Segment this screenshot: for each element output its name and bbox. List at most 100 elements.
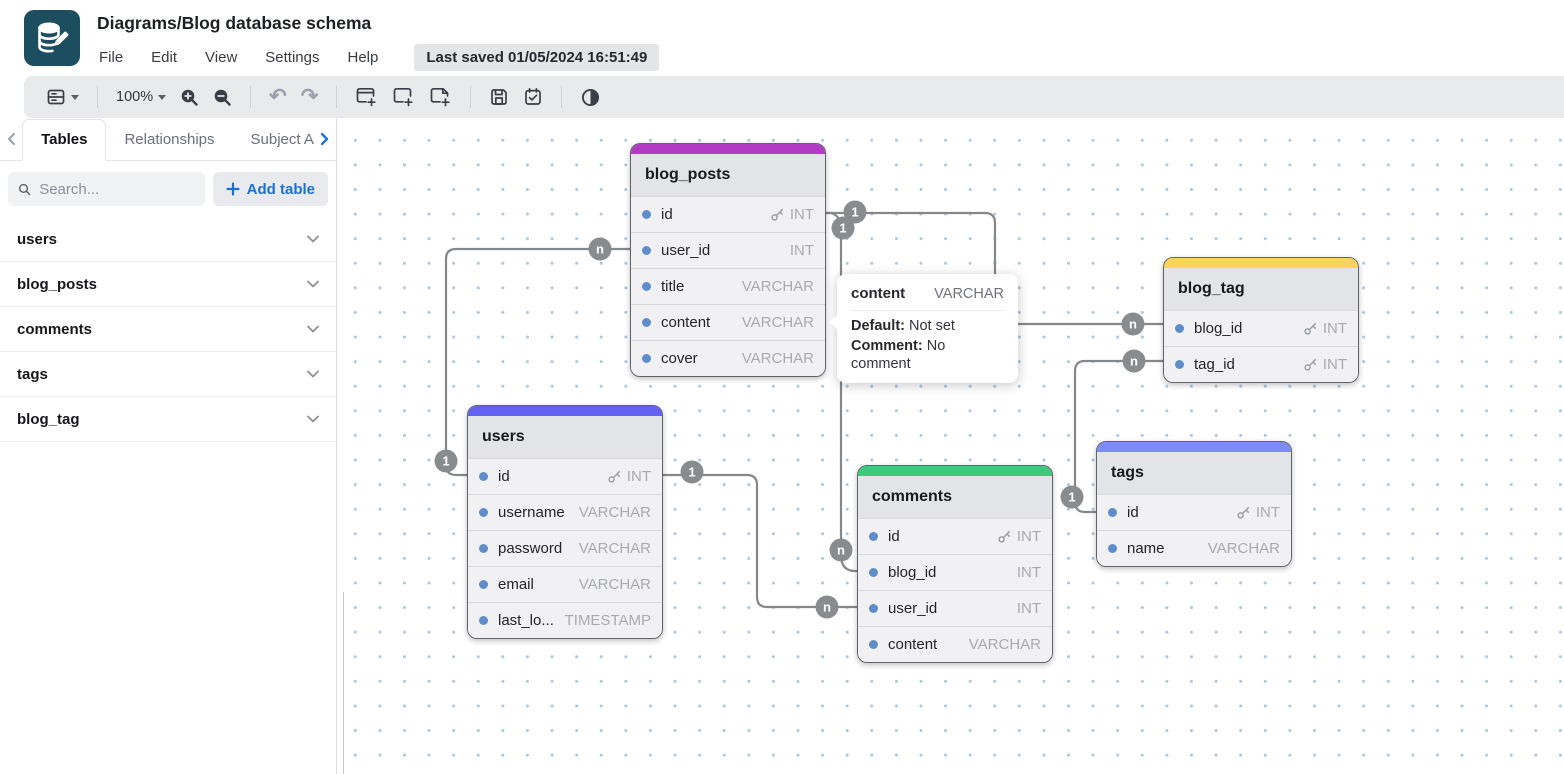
tab-tables[interactable]: Tables — [22, 118, 107, 161]
todo-icon — [523, 87, 543, 107]
table-list-label: blog_posts — [17, 275, 98, 293]
field-name: id — [661, 206, 673, 223]
add-area-button[interactable] — [392, 86, 415, 108]
table-header[interactable]: blog_posts — [631, 154, 825, 196]
field-row-last_lo[interactable]: last_lo...TIMESTAMP — [468, 602, 662, 638]
menu-item-file[interactable]: File — [99, 49, 124, 66]
table-search-box[interactable] — [8, 172, 205, 206]
table-color-strip — [631, 144, 825, 154]
field-dot-icon — [869, 568, 878, 577]
toolbar-divider — [336, 86, 338, 108]
plus-icon — [226, 182, 240, 196]
field-name: last_lo... — [498, 612, 554, 629]
caret-down-icon — [71, 94, 79, 100]
field-row-blog_id[interactable]: blog_id INT — [1164, 310, 1358, 346]
zoom-out-icon — [213, 88, 232, 107]
relationship-tags_id-blog_tag_tag_id[interactable] — [1073, 359, 1163, 514]
relationship-users_id-blog_posts_user_id[interactable] — [444, 247, 630, 477]
field-name: blog_id — [1194, 320, 1243, 337]
field-type: VARCHAR — [741, 314, 814, 331]
tab-relationships[interactable]: Relationships — [124, 130, 215, 148]
sidebar-item-users[interactable]: users — [0, 217, 336, 262]
tabs-scroll-right-button[interactable] — [314, 132, 336, 146]
field-type: INT — [1255, 504, 1280, 521]
sidebar-item-blog_tag[interactable]: blog_tag — [0, 397, 336, 442]
save-button[interactable] — [489, 87, 509, 107]
field-name: name — [1127, 540, 1165, 557]
menu-item-edit[interactable]: Edit — [151, 49, 178, 66]
primary-key-icon — [608, 470, 620, 483]
zoom-in-button[interactable] — [180, 88, 199, 107]
sidebar-item-blog_posts[interactable]: blog_posts — [0, 262, 336, 307]
relationship-users_id-comments_user_id[interactable] — [663, 473, 857, 609]
table-header[interactable]: users — [468, 416, 662, 458]
table-header[interactable]: tags — [1097, 452, 1291, 494]
add-table-button[interactable]: Add table — [212, 172, 328, 206]
add-note-button[interactable] — [429, 86, 452, 108]
menu-item-view[interactable]: View — [205, 49, 238, 66]
field-type: VARCHAR — [741, 350, 814, 367]
relationship-blog_posts_id-comments_blog_id[interactable] — [826, 211, 857, 573]
search-input[interactable] — [39, 180, 195, 198]
tab-subject-a[interactable]: Subject A — [250, 130, 314, 148]
table-name: blog_tag — [1178, 280, 1245, 297]
table-name: users — [482, 428, 525, 445]
theme-button[interactable] — [580, 87, 601, 108]
zoom-level-select[interactable]: 100% — [116, 89, 167, 105]
save-icon — [489, 87, 509, 107]
zoom-level-value: 100% — [116, 89, 154, 105]
cardinality-badge-n: n — [588, 237, 612, 261]
toolbar-divider — [250, 86, 252, 108]
chevron-down-icon — [307, 235, 319, 242]
field-dot-icon — [479, 616, 488, 625]
field-name: id — [888, 528, 900, 545]
cardinality-badge-1: 1 — [1060, 485, 1084, 509]
cardinality-badge-n: n — [829, 538, 853, 562]
undo-button[interactable]: ↶ — [269, 86, 287, 108]
chevron-down-icon — [307, 415, 319, 422]
table-header[interactable]: comments — [858, 476, 1052, 518]
field-dot-icon — [1108, 508, 1117, 517]
field-row-id[interactable]: id INT — [858, 518, 1052, 554]
field-dot-icon — [479, 544, 488, 553]
diagram-title[interactable]: Diagrams/Blog database schema — [97, 13, 372, 33]
field-type: INT — [1322, 320, 1347, 337]
redo-button[interactable]: ↷ — [301, 86, 319, 108]
menu-item-help[interactable]: Help — [347, 49, 379, 66]
todo-button[interactable] — [523, 87, 543, 107]
add-table-button[interactable] — [355, 86, 378, 108]
tabs-scroll-left-button[interactable] — [0, 132, 22, 146]
zoom-out-button[interactable] — [213, 88, 232, 107]
diagram-layout-button[interactable] — [46, 88, 79, 106]
field-dot-icon — [1108, 544, 1117, 553]
table-header[interactable]: blog_tag — [1164, 268, 1358, 310]
field-dot-icon — [642, 354, 651, 363]
field-type: INT — [1016, 528, 1041, 545]
menu-item-settings[interactable]: Settings — [265, 49, 320, 66]
sidebar-item-tags[interactable]: tags — [0, 352, 336, 397]
app-logo[interactable] — [24, 10, 80, 66]
table-color-strip — [468, 406, 662, 416]
sidebar-item-comments[interactable]: comments — [0, 307, 336, 352]
